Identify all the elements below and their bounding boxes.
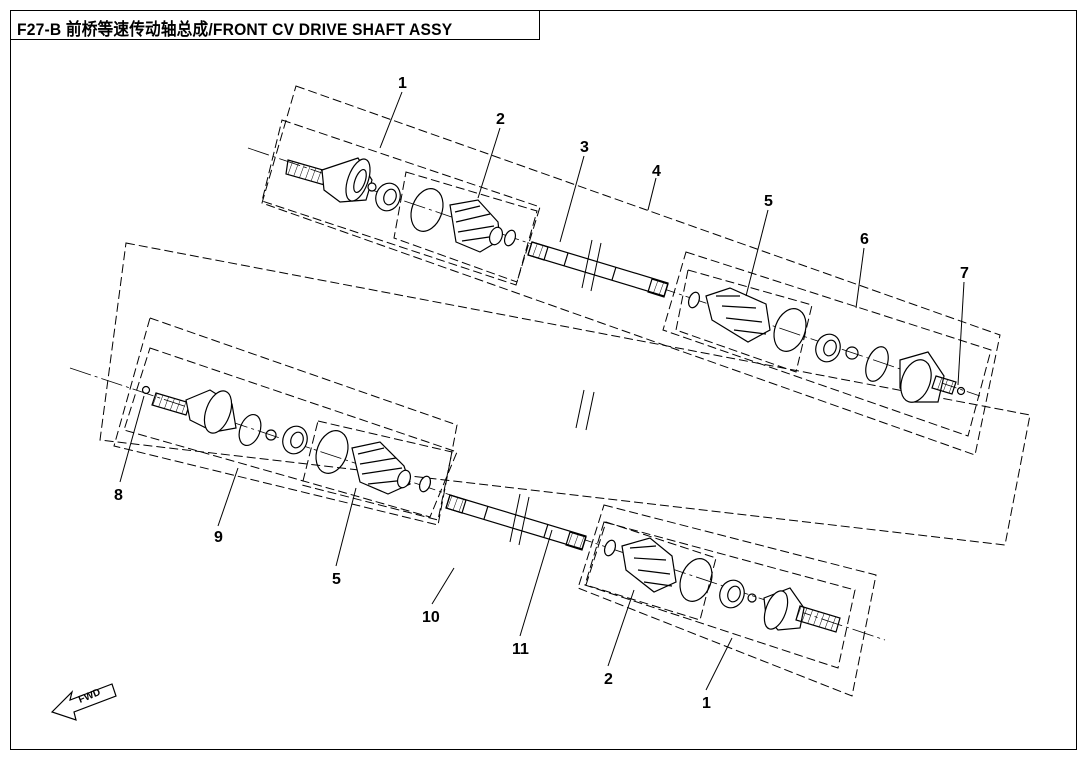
callout-2-upper: 2 xyxy=(496,111,505,128)
lower-shaft xyxy=(445,494,587,551)
upper-circlip-7 xyxy=(956,386,966,396)
upper-right-circlip xyxy=(845,346,859,360)
lower-shaft-break xyxy=(509,493,530,546)
lower-outer-joint xyxy=(763,587,841,633)
upper-boot xyxy=(449,199,504,253)
assembly-boundaries xyxy=(99,85,1031,697)
callout-8: 8 xyxy=(114,487,123,504)
drawing-frame xyxy=(10,10,1077,750)
lower-circlip xyxy=(265,429,277,441)
title-block: F27-B 前桥等速传动轴总成/FRONT CV DRIVE SHAFT ASS… xyxy=(10,10,540,40)
boundary-assembly-4 xyxy=(261,85,1001,456)
callout-5-lower: 5 xyxy=(332,571,341,588)
boundary-boot-kit-upper xyxy=(393,171,538,283)
boundary-joint-lower-1 xyxy=(577,504,877,697)
lower-inner-housing xyxy=(151,389,237,434)
callout-11: 11 xyxy=(512,641,529,658)
upper-outer-joint xyxy=(285,157,373,203)
boundary-joint-lower-9 xyxy=(113,317,458,526)
assembly-break-marks xyxy=(575,389,595,431)
callout-10: 10 xyxy=(422,609,440,626)
lower-circlip-8 xyxy=(141,385,151,395)
upper-clamp-small xyxy=(503,229,517,247)
lower-cage xyxy=(282,425,308,455)
lower-right-circlip xyxy=(747,593,757,603)
lower-oring xyxy=(238,413,262,447)
boundary-boot-kit-upper-right xyxy=(675,269,813,373)
callout-5-upper: 5 xyxy=(764,193,773,210)
callout-9: 9 xyxy=(214,529,223,546)
page-title: F27-B 前桥等速传动轴总成/FRONT CV DRIVE SHAFT ASS… xyxy=(17,20,453,39)
lower-clamp-small xyxy=(418,475,432,493)
lower-right-cage xyxy=(719,579,745,609)
boundary-joint-lower-1-inner xyxy=(584,521,856,669)
upper-shaft-break xyxy=(581,239,602,292)
lower-right-clamp-large xyxy=(679,558,713,602)
callout-4: 4 xyxy=(652,163,661,180)
fwd-arrow-icon: FWD xyxy=(50,683,117,721)
callout-3: 3 xyxy=(580,139,589,156)
boundary-joint-upper-1 xyxy=(261,119,541,286)
callout-7: 7 xyxy=(960,265,969,282)
upper-shaft-parts xyxy=(285,157,966,403)
boundary-joint-lower-inner xyxy=(123,347,458,518)
upper-right-boot xyxy=(705,287,771,343)
upper-clamp-large xyxy=(410,188,444,232)
upper-right-oring xyxy=(865,346,889,382)
callout-labels: 1 2 3 4 5 6 7 8 9 5 10 11 2 1 xyxy=(114,75,969,712)
upper-inner-housing xyxy=(899,351,957,403)
lower-right-boot xyxy=(621,537,677,593)
callout-2-lower: 2 xyxy=(604,671,613,688)
upper-shaft xyxy=(527,241,669,298)
leader-lines xyxy=(119,91,965,691)
upper-right-clamp-large xyxy=(773,308,807,352)
callout-1-lower: 1 xyxy=(702,695,711,712)
callout-6: 6 xyxy=(860,231,869,248)
callout-1-upper: 1 xyxy=(398,75,407,92)
lower-right-clamp-small xyxy=(603,539,617,557)
upper-circlip-1 xyxy=(367,182,377,192)
lower-clamp-large xyxy=(315,430,349,474)
upper-right-clamp-small xyxy=(687,291,701,309)
upper-cage xyxy=(375,182,401,212)
lower-shaft-parts xyxy=(141,385,841,633)
boundary-assembly-10 xyxy=(99,242,1031,546)
upper-right-cage xyxy=(815,333,841,363)
boundary-boot-kit-lower-left xyxy=(301,420,453,521)
lower-boot xyxy=(351,441,412,495)
boundary-joint-upper-6 xyxy=(662,251,992,437)
